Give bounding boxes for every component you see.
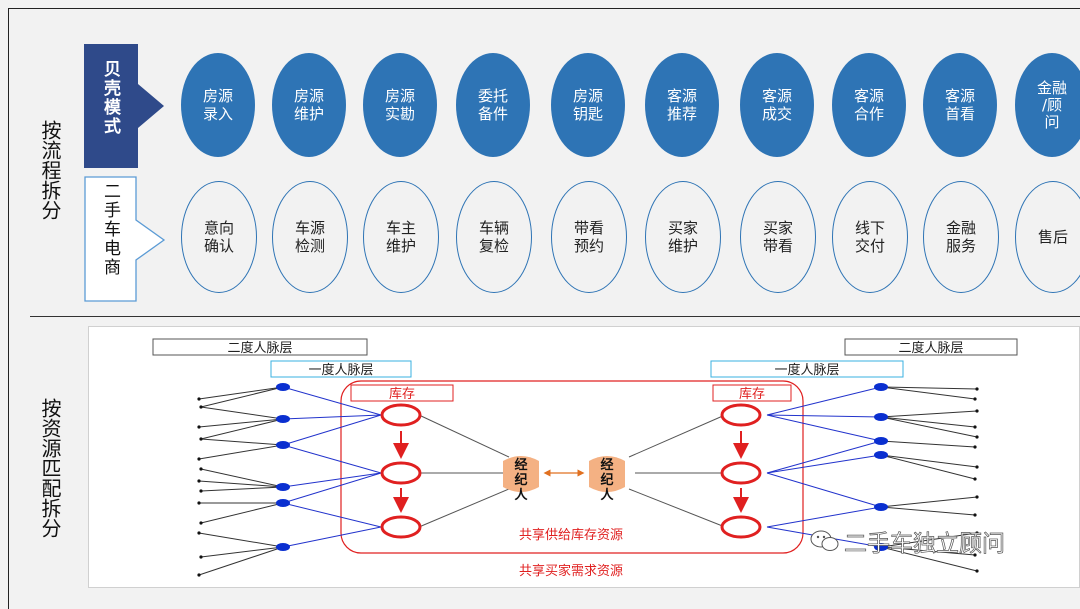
step-fangyuan-yaoshi: 房源 钥匙	[551, 53, 625, 157]
step-fangyuan-luru: 房源 录入	[181, 53, 255, 157]
inventory-left-label: 库存	[389, 386, 415, 402]
step-keyuan-shoukan: 客源 首看	[923, 53, 997, 157]
inventory-left-circles	[380, 403, 422, 539]
row-label-beike-text: 贝壳模式	[100, 60, 120, 136]
step-cheyuan-jiance: 车源 检测	[272, 181, 348, 293]
first-degree-right-box	[710, 360, 904, 378]
second-degree-right-label: 二度人脉层	[898, 340, 963, 356]
svg-text:纪: 纪	[600, 472, 613, 488]
agent-left: 经 纪 人	[503, 456, 539, 503]
inventory-right-circles	[720, 403, 762, 539]
shared-demand-label: 共享买家需求资源	[519, 563, 623, 579]
step-keyuan-chengjiao: 客源 成交	[740, 53, 814, 157]
svg-text:人: 人	[600, 487, 614, 503]
section-label-resource: 按资源匹配拆分	[38, 398, 62, 538]
inventory-right-label: 库存	[739, 386, 765, 402]
row-label-ershouche: 二手车电商	[84, 176, 168, 302]
step-daikan-yuyue: 带看 预约	[551, 181, 627, 293]
shared-supply-label: 共享供给库存资源	[519, 527, 623, 543]
left-network	[197, 383, 382, 577]
watermark-text: 二手车独立顾问	[844, 531, 1006, 558]
svg-text:经: 经	[600, 457, 613, 473]
inventory-left-box	[350, 384, 454, 402]
step-maijia-daikan: 买家 带看	[740, 181, 816, 293]
svg-text:经: 经	[514, 457, 527, 473]
row-label-beike: 贝壳模式	[84, 44, 168, 168]
first-degree-left-box	[270, 360, 412, 378]
second-degree-left-label: 二度人脉层	[227, 340, 292, 356]
navy-arrow-shape	[84, 44, 164, 168]
network-svg: 二度人脉层 一度人脉层 二度人脉层 一度人脉层 库存 库存	[152, 338, 1018, 579]
section-divider	[30, 316, 1080, 317]
step-fangyuan-shikan: 房源 实勘	[363, 53, 437, 157]
step-yixiang-queren: 意向 确认	[181, 181, 257, 293]
first-degree-right-label: 一度人脉层	[774, 362, 839, 378]
step-chezhu-weihu: 车主 维护	[363, 181, 439, 293]
agent-right: 经 纪 人	[589, 456, 625, 503]
step-fangyuan-weihu: 房源 维护	[272, 53, 346, 157]
step-shouhou: 售后	[1015, 181, 1080, 293]
step-cheliang-fujian: 车辆 复检	[456, 181, 532, 293]
step-maijia-weihu: 买家 维护	[645, 181, 721, 293]
right-network	[766, 383, 979, 573]
outline-arrow-shape	[84, 176, 166, 302]
step-jinrong-fuwu: 金融 服务	[923, 181, 999, 293]
step-jinrong-guwen: 金融 /顾 问	[1015, 53, 1080, 157]
watermark: 二手车独立顾问	[810, 524, 1005, 558]
svg-text:纪: 纪	[514, 472, 527, 488]
step-keyuan-hezuo: 客源 合作	[832, 53, 906, 157]
second-degree-left-box	[152, 338, 368, 356]
step-keyuan-tuijian: 客源 推荐	[645, 53, 719, 157]
second-degree-right-box	[844, 338, 1018, 356]
resource-network-diagram: 二度人脉层 一度人脉层 二度人脉层 一度人脉层 库存 库存	[88, 326, 1080, 588]
step-weituo-beijian: 委托 备件	[456, 53, 530, 157]
first-degree-left-label: 一度人脉层	[308, 362, 373, 378]
section-label-process: 按流程拆分	[38, 120, 62, 220]
step-xianxia-jiaofu: 线下 交付	[832, 181, 908, 293]
svg-text:人: 人	[514, 487, 528, 503]
row-label-ershouche-text: 二手车电商	[100, 182, 120, 277]
wechat-icon	[810, 530, 839, 551]
inventory-right-box	[712, 384, 792, 402]
